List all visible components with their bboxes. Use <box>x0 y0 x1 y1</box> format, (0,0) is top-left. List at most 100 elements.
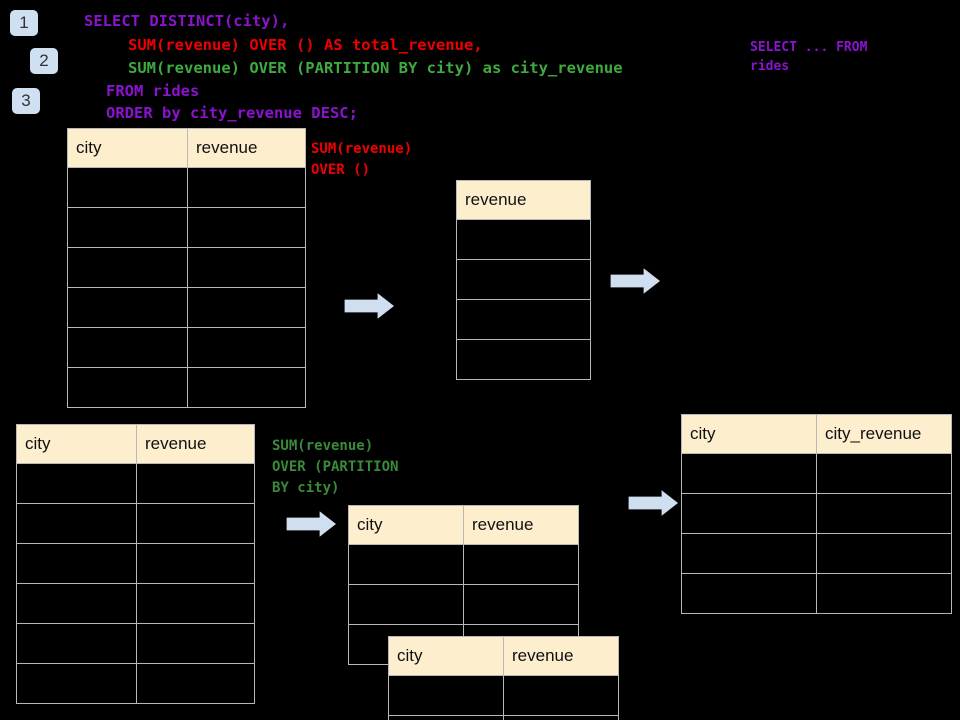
cell <box>348 544 464 585</box>
table-row <box>681 493 952 534</box>
cell <box>187 167 306 208</box>
cell <box>816 573 952 614</box>
cell <box>388 675 504 716</box>
table-row <box>16 583 255 624</box>
table-row <box>67 367 306 408</box>
cell <box>16 663 137 704</box>
cell <box>136 463 255 504</box>
column-header-city: city <box>681 414 817 454</box>
cell <box>681 453 817 494</box>
cell <box>681 533 817 574</box>
sql-line-select: SELECT DISTINCT(city), <box>84 12 290 30</box>
cell <box>463 584 579 625</box>
cell <box>816 533 952 574</box>
table-row <box>16 543 255 584</box>
table-row <box>456 299 591 340</box>
column-header-revenue: revenue <box>503 636 619 676</box>
column-header-revenue: revenue <box>463 505 579 545</box>
cell <box>67 247 188 288</box>
table-row <box>67 207 306 248</box>
cell <box>456 339 591 380</box>
table-row <box>456 259 591 300</box>
column-header-revenue: revenue <box>136 424 255 464</box>
table-row <box>67 287 306 328</box>
cell <box>16 543 137 584</box>
cell <box>187 207 306 248</box>
cell <box>67 287 188 328</box>
table-row: city revenue <box>388 636 619 676</box>
cell <box>348 584 464 625</box>
cell <box>681 493 817 534</box>
sql-line-total-revenue: SUM(revenue) OVER () AS total_revenue, <box>128 36 483 54</box>
table-row: city revenue <box>16 424 255 464</box>
annotation-select-from-rides: SELECT ... FROM rides <box>750 40 868 74</box>
cell <box>136 663 255 704</box>
table-total-revenue: revenue <box>456 180 591 380</box>
table-row <box>67 167 306 208</box>
sql-line-from: FROM rides <box>106 82 200 100</box>
cell <box>388 715 504 720</box>
table-row <box>681 533 952 574</box>
arrow-partition-to-result <box>628 488 680 518</box>
column-header-revenue: revenue <box>456 180 591 220</box>
table-row <box>16 503 255 544</box>
table-city-revenue-result: city city_revenue <box>681 414 952 614</box>
table-rides-source-bottom: city revenue <box>16 424 255 704</box>
arrow-source-to-partition <box>286 509 338 539</box>
cell <box>187 327 306 368</box>
cell <box>456 299 591 340</box>
sql-line-order-by: ORDER by city_revenue DESC; <box>106 104 358 122</box>
table-row <box>16 663 255 704</box>
cell <box>16 583 137 624</box>
table-row: revenue <box>456 180 591 220</box>
cell <box>681 573 817 614</box>
cell <box>187 247 306 288</box>
table-row <box>456 339 591 380</box>
cell <box>16 623 137 664</box>
table-row: city revenue <box>348 505 579 545</box>
arrow-source-to-total <box>344 291 396 321</box>
cell <box>503 715 619 720</box>
table-row <box>348 544 579 585</box>
cell <box>136 503 255 544</box>
column-header-city: city <box>348 505 464 545</box>
table-row <box>388 715 619 720</box>
step-badge-1: 1 <box>10 10 38 36</box>
cell <box>816 453 952 494</box>
cell <box>67 207 188 248</box>
cell <box>816 493 952 534</box>
cell <box>67 327 188 368</box>
sql-line-city-revenue: SUM(revenue) OVER (PARTITION BY city) as… <box>128 59 623 77</box>
step-badge-2: 2 <box>30 48 58 74</box>
table-row <box>681 573 952 614</box>
cell <box>463 544 579 585</box>
table-row <box>348 584 579 625</box>
step-badge-3: 3 <box>12 88 40 114</box>
column-header-city: city <box>16 424 137 464</box>
table-rides-source-top: city revenue <box>67 128 306 408</box>
table-row <box>456 219 591 260</box>
cell <box>16 463 137 504</box>
cell <box>503 675 619 716</box>
table-row <box>388 675 619 716</box>
cell <box>16 503 137 544</box>
cell <box>136 583 255 624</box>
column-header-city: city <box>388 636 504 676</box>
table-row: city city_revenue <box>681 414 952 454</box>
column-header-city-revenue: city_revenue <box>816 414 952 454</box>
cell <box>67 167 188 208</box>
table-row <box>16 623 255 664</box>
arrow-total-to-result <box>610 266 662 296</box>
cell <box>456 259 591 300</box>
table-partition-front: city revenue <box>388 636 619 720</box>
column-header-revenue: revenue <box>187 128 306 168</box>
cell <box>67 367 188 408</box>
annotation-sum-over-partition: SUM(revenue) OVER (PARTITION BY city) <box>272 438 399 496</box>
table-row <box>67 327 306 368</box>
table-row <box>16 463 255 504</box>
column-header-city: city <box>67 128 188 168</box>
cell <box>136 543 255 584</box>
table-row <box>681 453 952 494</box>
table-row: city revenue <box>67 128 306 168</box>
